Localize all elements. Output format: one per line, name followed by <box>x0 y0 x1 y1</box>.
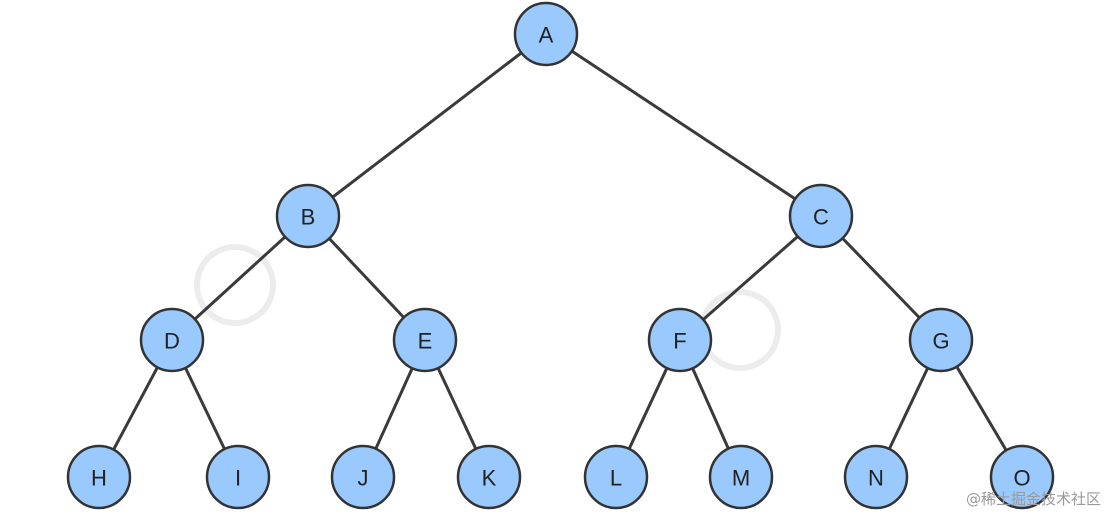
node-label: E <box>418 329 433 354</box>
node-label: H <box>91 466 107 491</box>
tree-node-a: A <box>513 1 579 67</box>
tree-node-i: I <box>205 444 271 510</box>
node-label: A <box>539 23 554 48</box>
node-circle <box>66 444 132 510</box>
edge-a-b <box>306 32 548 218</box>
node-circle <box>392 307 458 373</box>
edge-a-c <box>544 32 823 218</box>
node-circle <box>275 183 341 249</box>
node-circle <box>583 444 649 510</box>
tree-node-o: O <box>989 444 1055 510</box>
node-circle <box>989 444 1055 510</box>
node-circle <box>205 444 271 510</box>
nodes-layer: A B C D E F G H I J K L M N O <box>66 1 1055 510</box>
tree-node-d: D <box>139 307 205 373</box>
tree-node-g: G <box>908 307 974 373</box>
tree-node-l: L <box>583 444 649 510</box>
tree-node-j: J <box>330 444 396 510</box>
node-circle <box>513 1 579 67</box>
tree-node-k: K <box>456 444 522 510</box>
node-label: G <box>932 329 949 354</box>
node-label: L <box>610 466 622 491</box>
credit-watermark: @稀土掘金技术社区 <box>965 490 1101 508</box>
tree-node-f: F <box>647 307 713 373</box>
node-label: K <box>482 466 497 491</box>
node-label: N <box>868 466 884 491</box>
node-circle <box>647 307 713 373</box>
node-label: B <box>301 205 316 230</box>
tree-node-e: E <box>392 307 458 373</box>
node-circle <box>843 444 909 510</box>
node-label: C <box>813 205 829 230</box>
node-label: F <box>673 329 686 354</box>
tree-node-h: H <box>66 444 132 510</box>
node-circle <box>330 444 396 510</box>
node-label: M <box>732 466 750 491</box>
node-label: J <box>358 466 369 491</box>
tree-node-b: B <box>275 183 341 249</box>
node-circle <box>788 183 854 249</box>
tree-node-m: M <box>708 444 774 510</box>
node-circle <box>456 444 522 510</box>
edges-layer <box>97 32 1024 479</box>
node-circle <box>708 444 774 510</box>
node-label: D <box>164 329 180 354</box>
node-label: O <box>1013 466 1030 491</box>
watermark-logo <box>194 244 276 326</box>
node-label: I <box>235 466 241 491</box>
tree-node-n: N <box>843 444 909 510</box>
node-circle <box>908 307 974 373</box>
node-circle <box>139 307 205 373</box>
tree-node-c: C <box>788 183 854 249</box>
